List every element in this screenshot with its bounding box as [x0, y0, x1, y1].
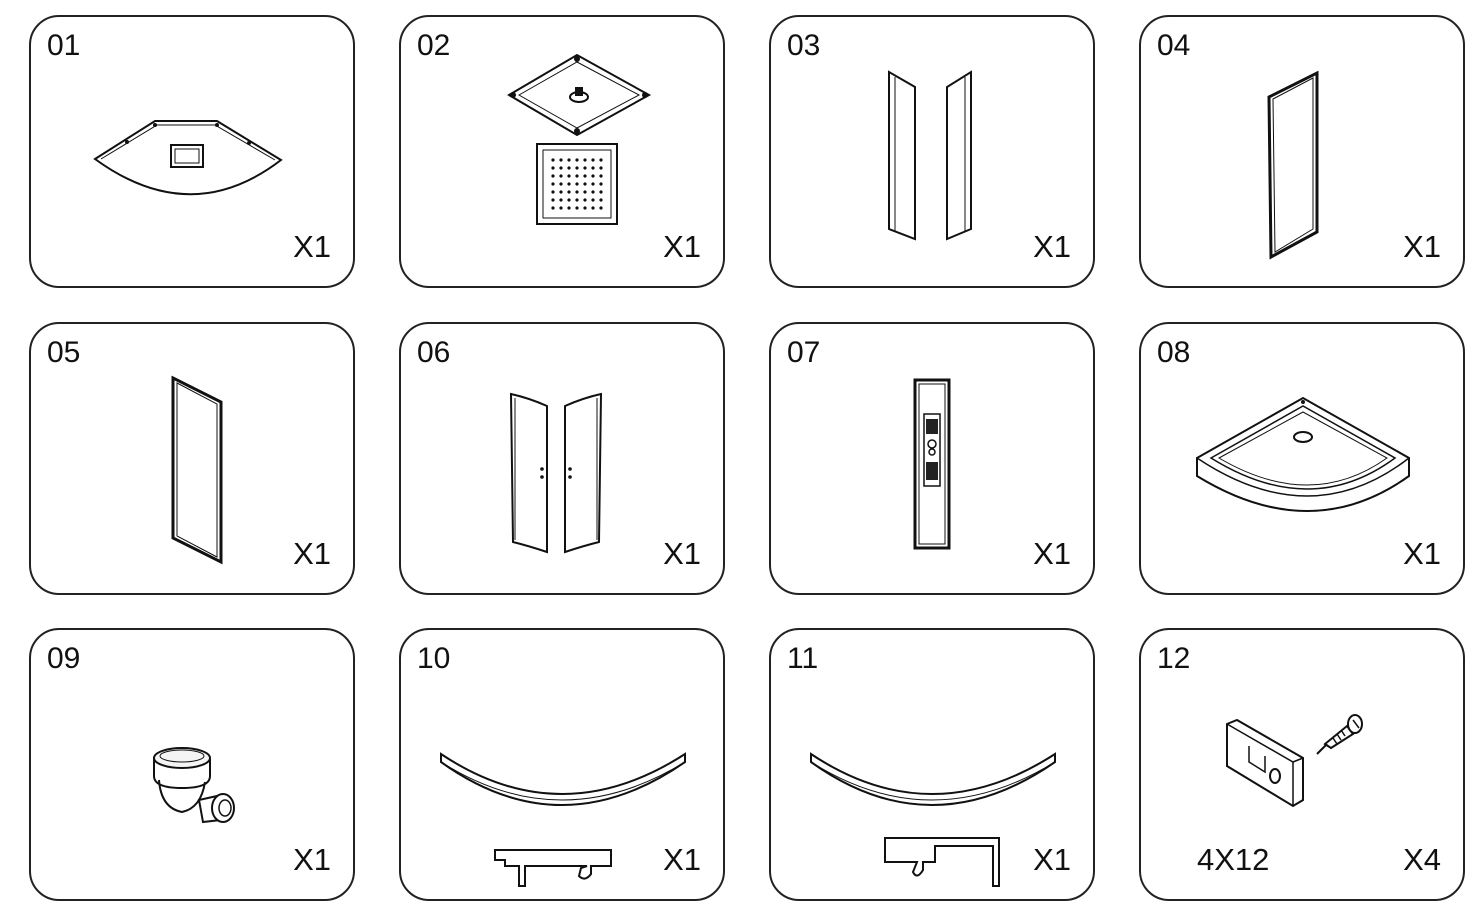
screw-size-label: 4X12 — [1197, 842, 1270, 877]
drain-trap-icon — [31, 630, 357, 903]
shower-column-panel-icon — [771, 324, 1097, 597]
part-number: 05 — [47, 336, 81, 369]
part-quantity: X1 — [1033, 536, 1071, 571]
fixed-glass-panel-icon — [1141, 17, 1467, 290]
part-card-04: 04 X1 — [1139, 15, 1465, 288]
part-card-09: 09 X1 — [29, 628, 355, 901]
part-number: 10 — [417, 642, 451, 675]
part-card-05: 05 X1 — [29, 322, 355, 595]
part-quantity: X1 — [663, 229, 701, 264]
part-quantity: X1 — [293, 842, 331, 877]
part-card-10: 10 X1 — [399, 628, 725, 901]
part-number: 11 — [787, 642, 819, 675]
shower-tray-icon — [1141, 324, 1467, 597]
part-card-06: 06 X1 — [399, 322, 725, 595]
part-number: 07 — [787, 336, 821, 369]
curved-top-rail-icon — [401, 630, 727, 903]
part-number: 04 — [1157, 29, 1191, 62]
part-card-03: 03 X1 — [769, 15, 1095, 288]
part-quantity: X1 — [663, 842, 701, 877]
part-quantity: X1 — [663, 536, 701, 571]
rain-shower-head-icon — [401, 17, 727, 290]
curved-sliding-doors-icon — [401, 324, 727, 597]
part-number: 06 — [417, 336, 451, 369]
part-quantity: X1 — [1403, 536, 1441, 571]
part-card-12: 12 4X12 X4 — [1139, 628, 1465, 901]
part-number: 01 — [47, 29, 81, 62]
part-card-01: 01 X1 — [29, 15, 355, 288]
part-quantity: X4 — [1403, 842, 1441, 877]
curved-bottom-rail-icon — [771, 630, 1097, 903]
part-number: 09 — [47, 642, 81, 675]
part-quantity: X1 — [293, 536, 331, 571]
part-card-11: 11 X1 — [769, 628, 1095, 901]
part-number: 03 — [787, 29, 821, 62]
part-card-07: 07 X1 — [769, 322, 1095, 595]
part-card-02: 02 X1 — [399, 15, 725, 288]
part-quantity: X1 — [1033, 842, 1071, 877]
part-number: 12 — [1157, 642, 1191, 675]
ceiling-panel-icon — [31, 17, 357, 290]
part-quantity: X1 — [1403, 229, 1441, 264]
part-number: 02 — [417, 29, 451, 62]
bracket-and-screw-icon — [1141, 630, 1467, 903]
part-card-08: 08 X1 — [1139, 322, 1465, 595]
side-profile-pair-icon — [771, 17, 1097, 290]
part-quantity: X1 — [293, 229, 331, 264]
fixed-glass-panel-icon — [31, 324, 357, 597]
part-number: 08 — [1157, 336, 1191, 369]
part-quantity: X1 — [1033, 229, 1071, 264]
